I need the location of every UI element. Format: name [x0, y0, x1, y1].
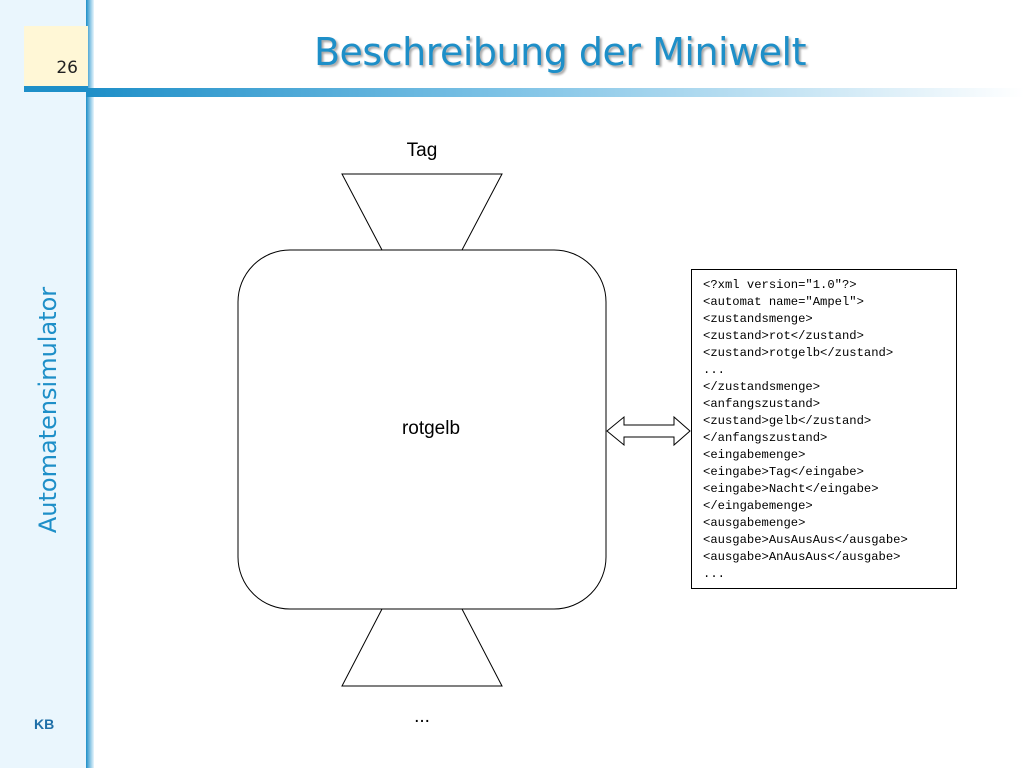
state-label: rotgelb: [402, 418, 460, 439]
footer-tag: KB: [34, 716, 55, 732]
xml-line: <zustandsmenge>: [703, 312, 813, 326]
xml-line: </eingabemenge>: [703, 499, 813, 513]
double-arrow: [606, 415, 691, 447]
slide-number: 26: [56, 58, 78, 78]
xml-line: </zustandsmenge>: [703, 380, 821, 394]
xml-line: <zustand>gelb</zustand>: [703, 414, 872, 428]
xml-line: <ausgabemenge>: [703, 516, 806, 530]
xml-line: <automat name="Ampel">: [703, 295, 864, 309]
title-rule: [86, 88, 1024, 97]
xml-line: <eingabe>Tag</eingabe>: [703, 465, 864, 479]
xml-listing: <?xml version="1.0"?> <automat name="Ampe…: [691, 269, 957, 589]
xml-line: </anfangszustand>: [703, 431, 828, 445]
slide-title: Beschreibung der Miniwelt: [313, 30, 807, 74]
xml-line: <eingabe>Nacht</eingabe>: [703, 482, 879, 496]
xml-line: <?xml version="1.0"?>: [703, 278, 857, 292]
xml-line: <zustand>rot</zustand>: [703, 329, 864, 343]
input-label: Tag: [407, 140, 438, 161]
xml-line: <zustand>rotgelb</zustand>: [703, 346, 894, 360]
xml-line: ...: [703, 363, 725, 377]
xml-line: <ausgabe>AnAusAus</ausgabe>: [703, 550, 901, 564]
output-funnel: [341, 608, 503, 687]
input-funnel: [341, 173, 503, 251]
sidebar-rule: [86, 0, 94, 768]
xml-line: <eingabemenge>: [703, 448, 806, 462]
slide-number-box: 26: [24, 26, 88, 92]
sidebar: [0, 0, 86, 768]
xml-line: ...: [703, 567, 725, 581]
output-label: ...: [414, 706, 430, 727]
xml-line: <ausgabe>AusAusAus</ausgabe>: [703, 533, 908, 547]
xml-line: <anfangszustand>: [703, 397, 821, 411]
